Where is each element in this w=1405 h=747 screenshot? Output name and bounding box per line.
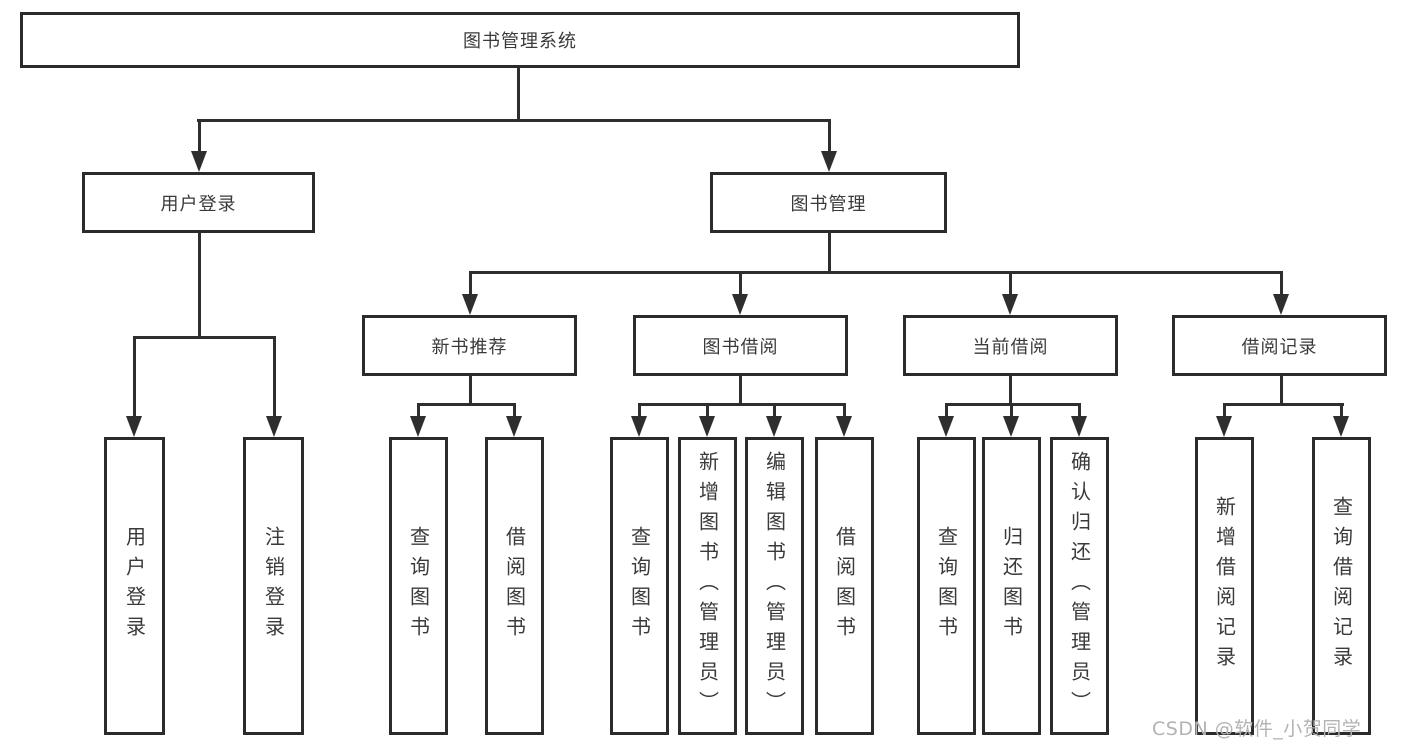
leaf-label: 确认归还（管理员） [1067,451,1092,721]
connector-new-books-rail [417,403,516,406]
leaf-query-books-1: 查询图书 [389,437,448,735]
leaf-return-books: 归还图书 [982,437,1041,735]
arrow-down-icon [732,294,748,315]
connector-borrowing-records-stub [1280,375,1283,406]
leaf-label: 查询图书 [406,526,431,646]
connector-drop-leaf [945,403,948,417]
node-borrowing-records: 借阅记录 [1172,315,1387,376]
arrow-down-icon [938,416,954,437]
arrow-down-icon [1071,416,1087,437]
connector-drop-leaf [133,336,136,417]
arrow-down-icon [1273,294,1289,315]
leaf-label: 新增图书（管理员） [695,451,720,721]
arrow-down-icon [462,294,478,315]
leaf-label: 借阅图书 [502,526,527,646]
node-root-label: 图书管理系统 [463,31,577,52]
connector-level3-rail [469,271,1283,274]
leaf-label: 查询借阅记录 [1329,496,1354,676]
connector-borrowing-records-rail [1223,403,1344,406]
connector-drop-leaf [1078,403,1081,417]
connector-drop-new-books [469,271,472,296]
leaf-label: 归还图书 [999,526,1024,646]
connector-drop-borrowing-records [1280,271,1283,296]
arrow-down-icon [699,416,715,437]
node-root: 图书管理系统 [20,12,1020,68]
connector-user-login-rail [133,336,276,339]
connector-drop-leaf [273,336,276,417]
arrow-down-icon [1333,416,1349,437]
connector-root-stub [517,68,520,122]
node-book-borrowing: 图书借阅 [633,315,848,376]
arrow-down-icon [836,416,852,437]
leaf-query-borrow-record: 查询借阅记录 [1312,437,1371,735]
arrow-down-icon [266,416,282,437]
leaf-label: 注销登录 [261,526,286,646]
connector-drop-book-management [828,119,831,153]
connector-drop-book-borrowing [739,271,742,296]
leaf-label: 查询图书 [934,526,959,646]
connector-drop-leaf [773,403,776,417]
arrow-down-icon [631,416,647,437]
arrow-down-icon [1003,416,1019,437]
leaf-label: 新增借阅记录 [1212,496,1237,676]
connector-user-login-stub [198,232,201,337]
connector-drop-leaf [417,403,420,417]
connector-book-borrowing-stub [739,375,742,406]
node-book-management: 图书管理 [710,172,947,233]
connector-drop-leaf [513,403,516,417]
arrow-down-icon [766,416,782,437]
leaf-query-books-2: 查询图书 [610,437,669,735]
arrow-down-icon [506,416,522,437]
arrow-down-icon [1216,416,1232,437]
connector-level1-rail [197,119,831,122]
connector-drop-leaf [1223,403,1226,417]
leaf-confirm-return-admin: 确认归还（管理员） [1050,437,1109,735]
connector-drop-leaf [1010,403,1013,417]
node-new-books-label: 新书推荐 [431,336,508,358]
watermark: CSDN @软件_小贺同学 [1152,718,1362,740]
leaf-edit-books-admin: 编辑图书（管理员） [745,437,804,735]
leaf-user-login: 用户登录 [104,437,165,735]
connector-new-books-stub [469,375,472,406]
leaf-borrow-books-2: 借阅图书 [815,437,874,735]
leaf-label: 用户登录 [122,526,147,646]
node-book-borrowing-label: 图书借阅 [702,336,779,358]
connector-book-borrowing-rail [638,403,846,406]
connector-book-management-stub [828,232,831,273]
leaf-add-books-admin: 新增图书（管理员） [678,437,737,735]
node-current-borrowing-label: 当前借阅 [972,336,1049,358]
connector-drop-leaf [706,403,709,417]
node-new-books: 新书推荐 [362,315,577,376]
connector-drop-current-borrowing [1009,271,1012,296]
leaf-query-books-3: 查询图书 [917,437,976,735]
connector-current-borrowing-rail [945,403,1081,406]
node-user-login-label: 用户登录 [160,193,237,215]
leaf-logout: 注销登录 [243,437,304,735]
connector-drop-leaf [638,403,641,417]
arrow-down-icon [1002,294,1018,315]
node-user-login: 用户登录 [82,172,315,233]
connector-current-borrowing-stub [1009,375,1012,406]
connector-drop-leaf [1340,403,1343,417]
arrow-down-icon [410,416,426,437]
connector-drop-leaf [843,403,846,417]
node-current-borrowing: 当前借阅 [903,315,1118,376]
node-book-management-label: 图书管理 [790,193,867,215]
leaf-add-borrow-record: 新增借阅记录 [1195,437,1254,735]
leaf-label: 查询图书 [627,526,652,646]
node-borrowing-records-label: 借阅记录 [1241,336,1318,358]
arrow-down-icon [126,416,142,437]
connector-drop-user-login [198,119,201,153]
leaf-borrow-books-1: 借阅图书 [485,437,544,735]
arrow-down-icon [191,151,207,172]
leaf-label: 编辑图书（管理员） [762,451,787,721]
arrow-down-icon [821,151,837,172]
leaf-label: 借阅图书 [832,526,857,646]
